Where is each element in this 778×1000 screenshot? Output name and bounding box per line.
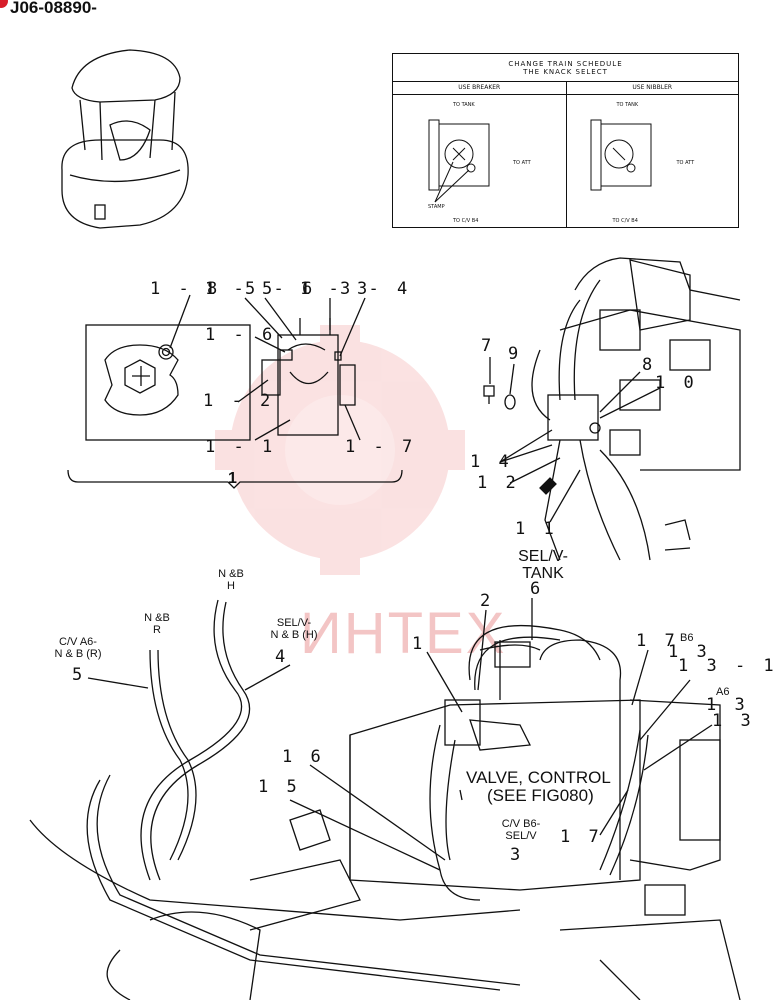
callout-nb-r: N &B R: [144, 612, 170, 636]
breaker-to-cv: TO C/V B4: [453, 218, 479, 224]
breaker-valve-sketch: [428, 119, 490, 203]
part-9: 9: [508, 344, 523, 364]
callout-sel-nbh: SEL/V- N & B (H): [270, 617, 318, 641]
part-2: 2: [480, 591, 495, 611]
breaker-to-tank: TO TANK: [453, 102, 475, 108]
callout-b6: B6: [680, 632, 694, 644]
cab-thumbnail: [61, 49, 189, 229]
label-3-4: 3 - 4: [340, 279, 412, 299]
callout-cv-a6: C/V A6- N & B (R): [54, 636, 102, 660]
label-1-7: 1 - 7: [345, 437, 417, 457]
label-1-5: 1 - 5: [205, 279, 277, 299]
callout-sel-tank: SEL/V- TANK: [518, 548, 568, 582]
part-13a: 1 3: [668, 642, 711, 662]
nibbler-to-att: TO ATT: [676, 160, 695, 166]
callout-valve-control: VALVE, CONTROL: [466, 768, 611, 787]
part-16: 1 6: [282, 747, 325, 767]
col-breaker-heading: USE BREAKER: [393, 82, 566, 95]
callout-nb-h: N &B H: [218, 568, 244, 592]
part-1: 1: [412, 634, 427, 654]
label-1-3: 1 - 3: [300, 279, 372, 299]
part-11: 1 1: [515, 519, 558, 539]
parts-drawing: [29, 49, 741, 1000]
part-5: 5: [72, 665, 87, 685]
part-6: 6: [530, 579, 545, 599]
part-17a: 1 7: [636, 631, 679, 651]
col-nibbler-heading: USE NIBBLER: [566, 82, 738, 95]
nibbler-valve-sketch: [590, 119, 651, 191]
part-4: 4: [275, 647, 290, 667]
callout-see-fig: (SEE FIG080): [487, 786, 594, 805]
part-12: 1 2: [477, 473, 520, 493]
part-8: 8: [642, 355, 657, 375]
part-14: 1 4: [470, 452, 513, 472]
breaker-stamp: STAMP: [428, 204, 445, 210]
nibbler-to-tank: TO TANK: [616, 102, 639, 108]
engine-area: [483, 257, 741, 561]
valve-detail: [67, 294, 403, 489]
part-13b: 1 3: [706, 695, 749, 715]
col-nibbler: USE NIBBLER TO TANK TO ATT TO C/V B4: [565, 82, 738, 227]
header-badge: [0, 0, 8, 8]
hydraulic-assembly: [29, 598, 741, 1000]
part-number: J06-08890-: [10, 0, 97, 17]
watermark-logo: [215, 325, 465, 575]
part-10: 1 0: [655, 373, 698, 393]
table-title: CHANGE TRAIN SCHEDULE THE KNACK SELECT: [393, 54, 738, 82]
schedule-table: CHANGE TRAIN SCHEDULE THE KNACK SELECT U…: [392, 53, 739, 228]
part-7: 7: [481, 336, 496, 356]
table-title-line1: CHANGE TRAIN SCHEDULE: [508, 60, 623, 68]
table-title-line2: THE KNACK SELECT: [523, 68, 608, 76]
label-1-8: 1 - 8: [150, 279, 222, 299]
part-13c: 1 3: [712, 711, 755, 731]
label-1-2: 1 - 2: [203, 391, 275, 411]
part-17b: 1 7: [560, 827, 603, 847]
breaker-to-att: TO ATT: [513, 160, 531, 166]
part-13-1: 1 3 - 1: [678, 656, 778, 676]
part-3: 3: [510, 845, 525, 865]
label-1-6: 1 - 6: [205, 325, 277, 345]
part-15: 1 5: [258, 777, 301, 797]
callout-a6: A6: [716, 686, 730, 698]
assembly-number: 1: [228, 470, 237, 487]
label-1-1: 1 - 1: [205, 437, 277, 457]
nibbler-to-cv: TO C/V B4: [612, 218, 638, 224]
label-5-6: 5 - 6: [245, 279, 317, 299]
col-breaker: USE BREAKER TO TANK TO ATT STAMP TO C/V …: [393, 82, 566, 227]
callout-cv-b6: C/V B6- SEL/V: [501, 818, 541, 842]
